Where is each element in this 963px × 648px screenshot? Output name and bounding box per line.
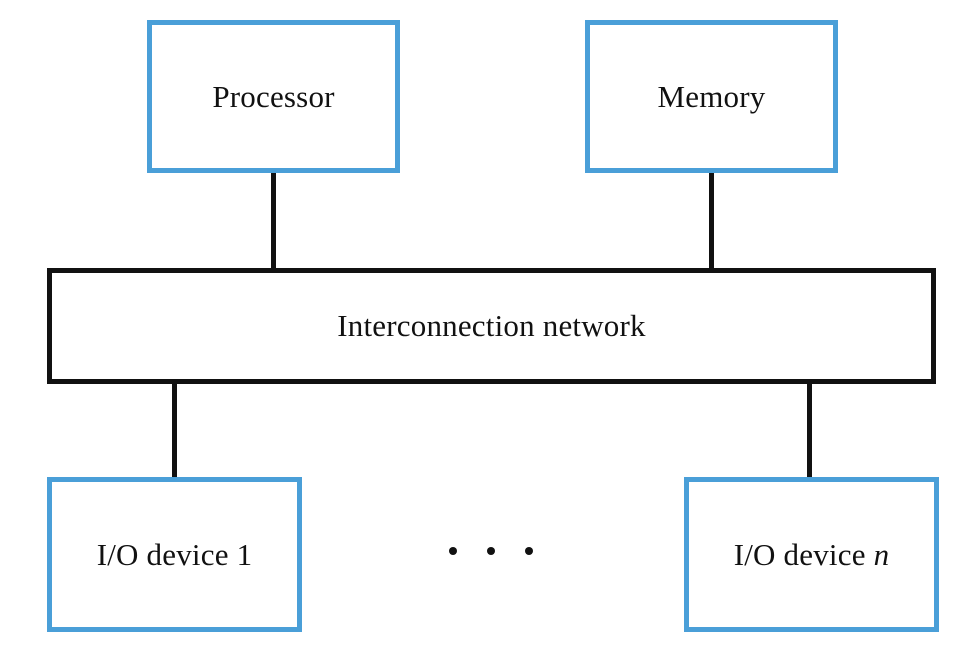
network-io-device-1-connector: [172, 380, 177, 480]
io-device-n-label: I/O device n: [734, 537, 890, 573]
ellipsis-dot-1: [449, 547, 457, 555]
processor-box: Processor: [147, 20, 400, 173]
ellipsis: [445, 544, 541, 558]
ellipsis-dot-3: [525, 547, 533, 555]
processor-label: Processor: [212, 78, 335, 114]
memory-box: Memory: [585, 20, 838, 173]
processor-network-connector: [271, 172, 276, 272]
interconnection-network-box: Interconnection network: [47, 268, 936, 384]
network-io-device-n-connector: [807, 380, 812, 480]
memory-network-connector: [709, 172, 714, 272]
ellipsis-dot-2: [487, 547, 495, 555]
memory-label: Memory: [657, 78, 766, 114]
io-device-n-label-suffix: n: [873, 536, 890, 572]
io-device-1-label: I/O device 1: [96, 536, 253, 572]
interconnection-network-label: Interconnection network: [337, 308, 646, 343]
io-device-1-box: I/O device 1: [47, 477, 302, 632]
io-device-n-label-prefix: I/O device: [733, 536, 866, 572]
io-device-n-box: I/O device n: [684, 477, 939, 632]
